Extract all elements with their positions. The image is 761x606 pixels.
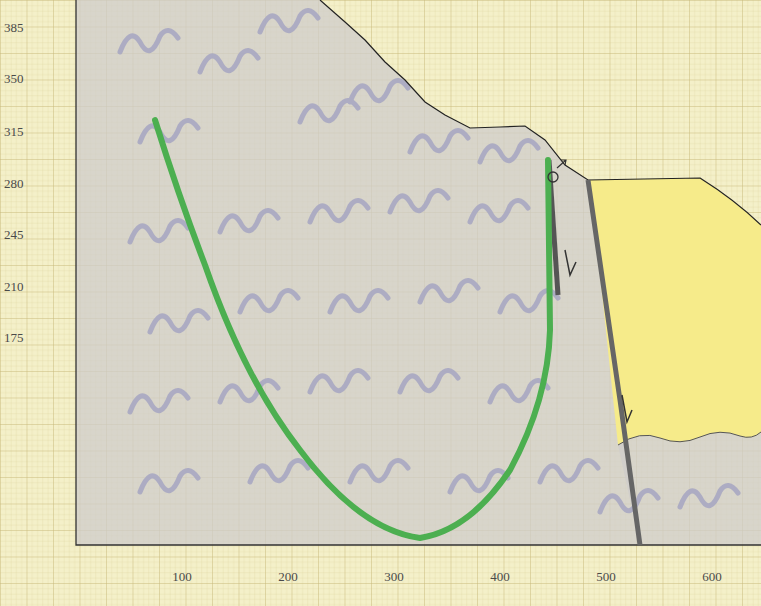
rotation-symbol — [557, 160, 566, 168]
axis-tick-label: 175 — [4, 331, 24, 344]
texture-squiggle — [240, 290, 298, 312]
texture-squiggle — [200, 50, 258, 72]
axis-tick-label: 300 — [384, 570, 404, 583]
texture-squiggle — [390, 190, 448, 212]
slip-arrow — [565, 250, 576, 275]
texture-squiggle — [260, 10, 318, 32]
texture-squiggle — [470, 200, 528, 222]
axis-tick-label: 315 — [4, 125, 24, 138]
texture-squiggle — [150, 310, 208, 332]
texture-squiggle — [250, 460, 308, 482]
yellow-unit — [590, 178, 761, 445]
slip-arrow — [622, 395, 632, 422]
rock-texture — [120, 10, 738, 512]
fault — [588, 180, 640, 545]
axis-tick-label: 600 — [702, 570, 722, 583]
texture-squiggle — [220, 210, 278, 232]
texture-squiggle — [400, 370, 458, 392]
rotation-symbol — [548, 172, 558, 182]
axis-tick-label: 100 — [172, 570, 192, 583]
axis-tick-label: 385 — [4, 21, 24, 34]
texture-squiggle — [600, 490, 658, 512]
texture-squiggle — [130, 390, 188, 412]
texture-squiggle — [130, 220, 188, 242]
axis-tick-label: 500 — [596, 570, 616, 583]
texture-squiggle — [310, 200, 368, 222]
axes — [76, 0, 761, 545]
axis-tick-label: 210 — [4, 280, 24, 293]
contact-line — [618, 432, 761, 445]
texture-squiggle — [120, 30, 178, 52]
grey-unit — [76, 0, 640, 545]
axis-tick-label: 200 — [278, 570, 298, 583]
texture-squiggle — [350, 460, 408, 482]
axis-tick-label: 400 — [490, 570, 510, 583]
axis-tick-label: 350 — [4, 72, 24, 85]
texture-squiggle — [540, 460, 598, 482]
texture-squiggle — [480, 140, 538, 162]
axis-tick-label: 280 — [4, 177, 24, 190]
texture-squiggle — [140, 470, 198, 492]
texture-squiggle — [140, 120, 198, 142]
topography — [320, 0, 761, 225]
folded-bed — [155, 120, 550, 538]
texture-squiggle — [350, 80, 408, 102]
texture-squiggle — [310, 370, 368, 392]
texture-squiggle — [220, 380, 278, 402]
texture-squiggle — [330, 290, 388, 312]
texture-squiggle — [420, 280, 478, 302]
axis-tick-label: 245 — [4, 228, 24, 241]
texture-squiggle — [680, 485, 738, 507]
texture-squiggle — [410, 130, 468, 152]
